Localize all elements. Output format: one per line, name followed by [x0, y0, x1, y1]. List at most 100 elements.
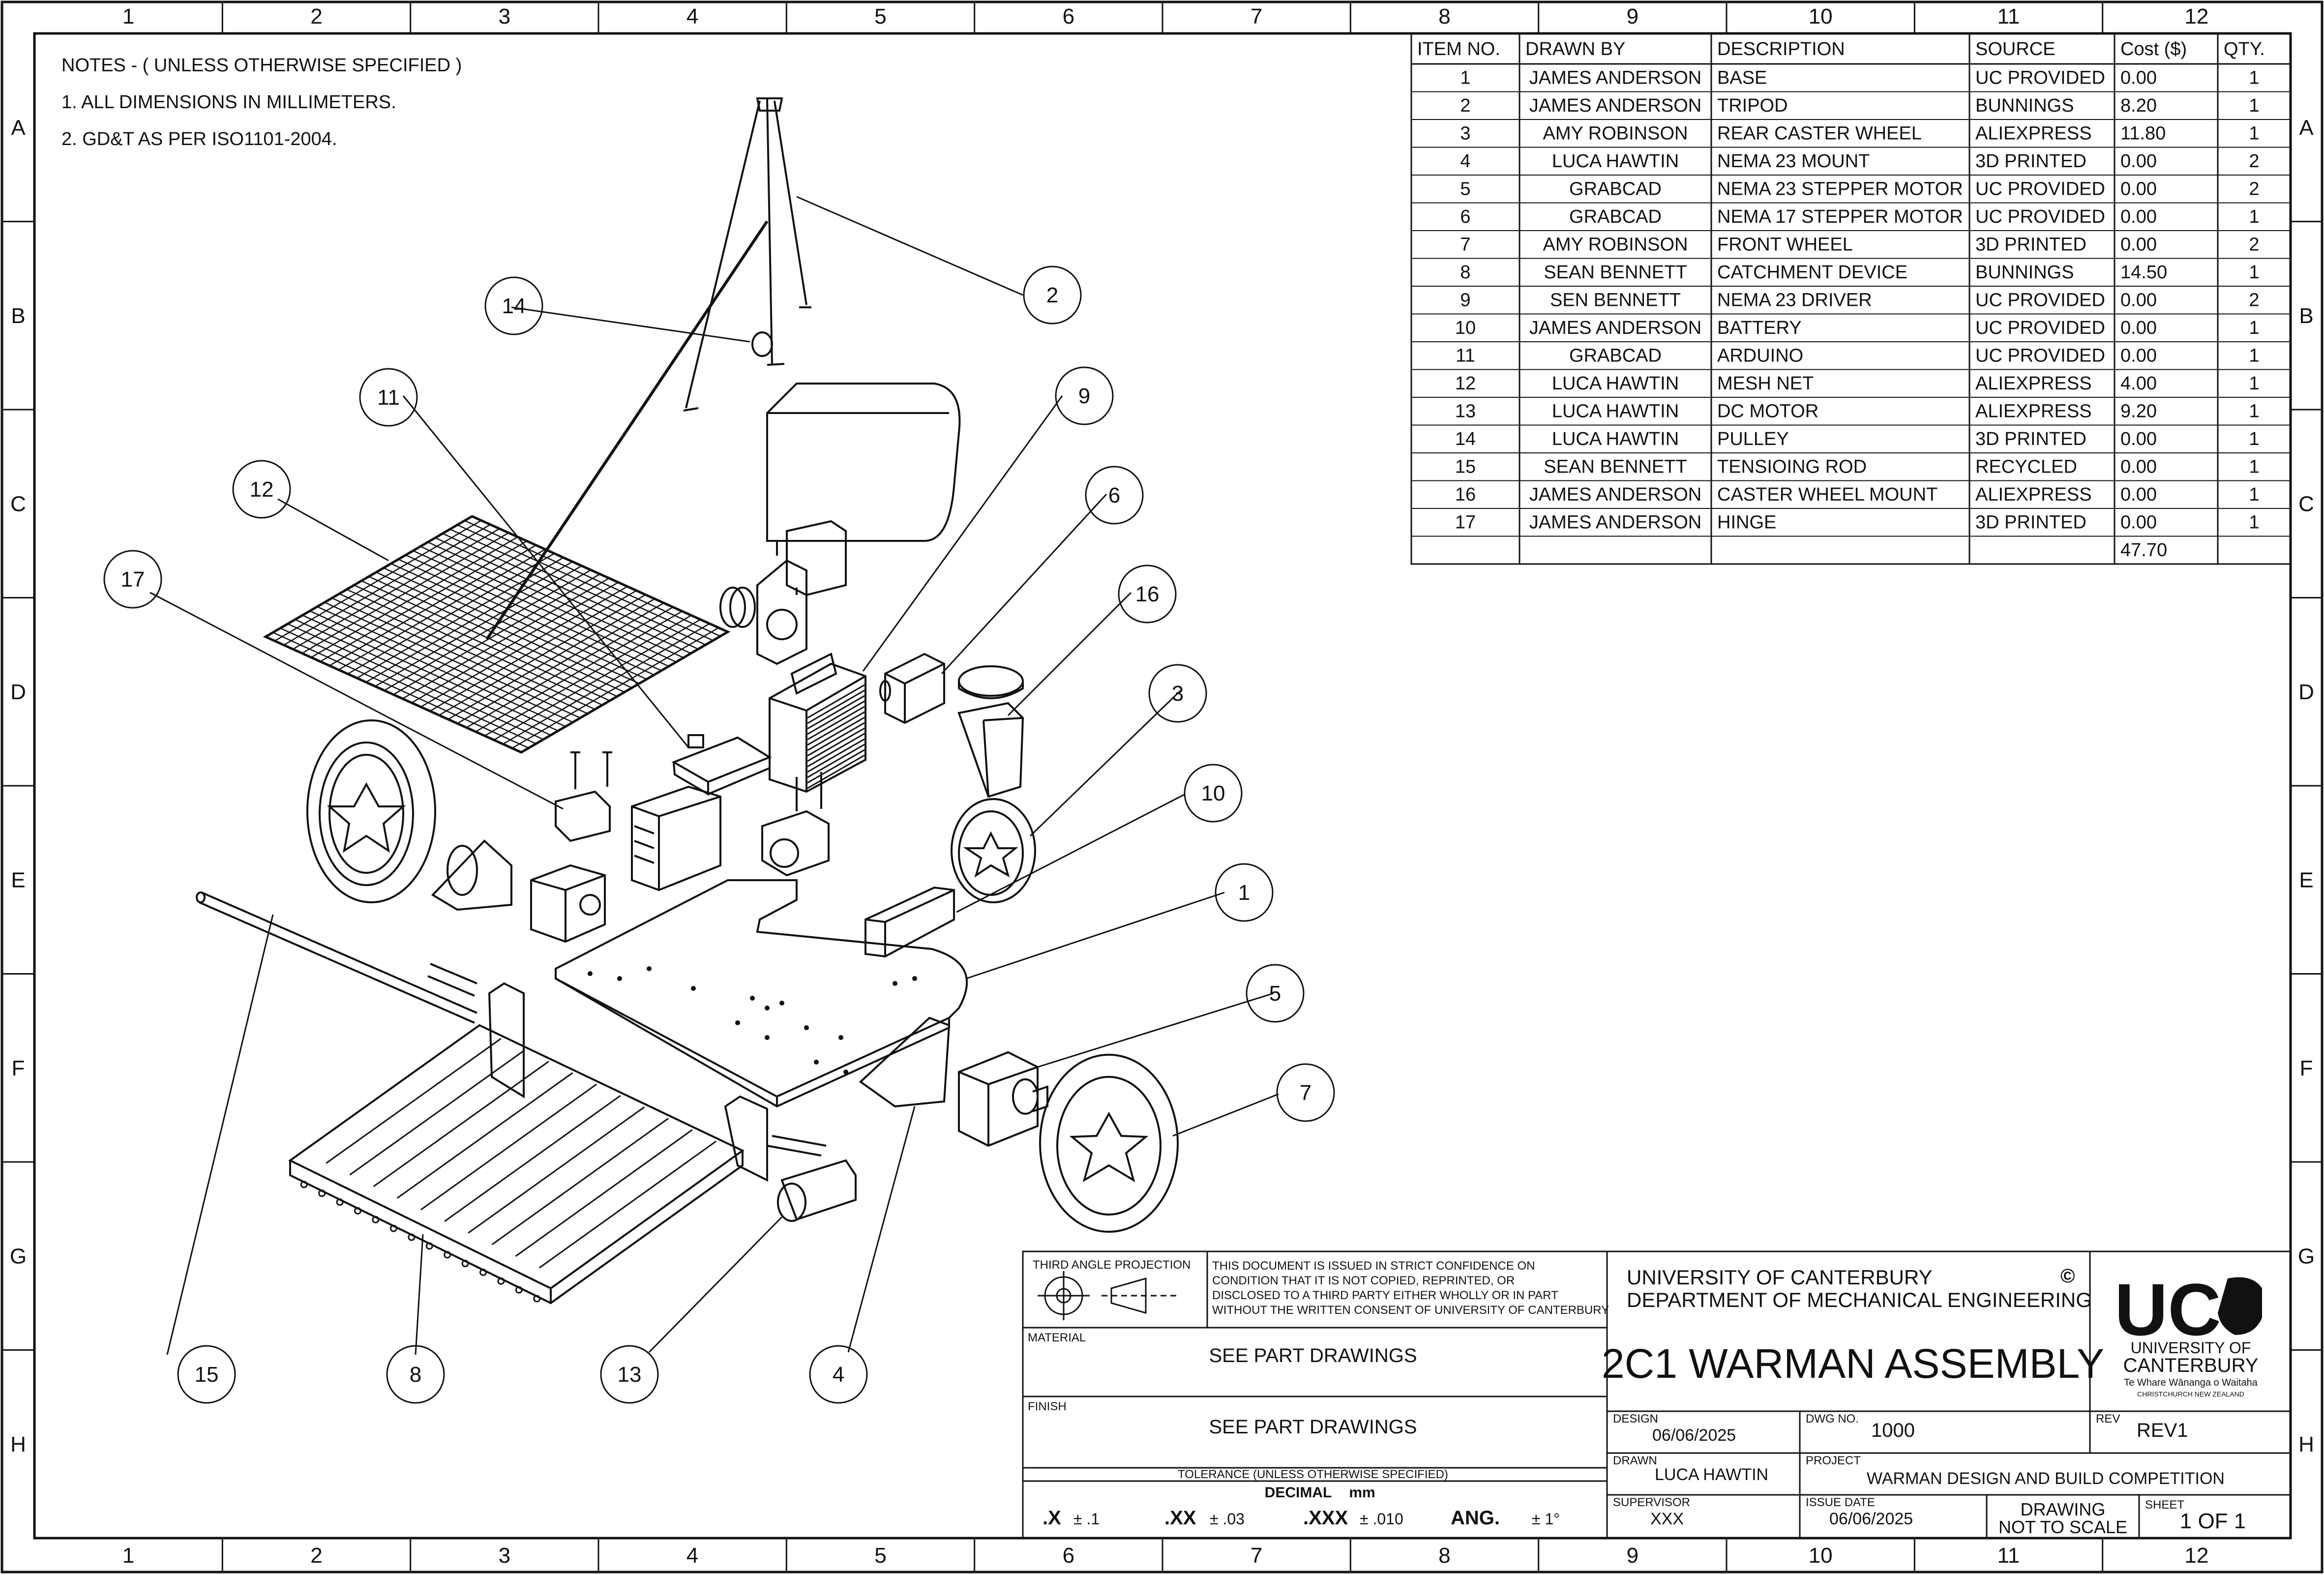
bom-header-2: DESCRIPTION — [1717, 39, 1845, 59]
svg-text:9: 9 — [1078, 384, 1090, 408]
bom-header-4: Cost ($) — [2120, 39, 2187, 59]
bom-cell: 1 — [2249, 429, 2259, 449]
issue-date-label: ISSUE DATE — [1806, 1496, 1875, 1509]
bom-cell: 1 — [2249, 318, 2259, 338]
bom-cell: 2 — [2249, 235, 2259, 255]
svg-text:16: 16 — [1135, 582, 1160, 606]
bom-cell: MESH NET — [1717, 373, 1814, 394]
zone-row-left-C: C — [10, 492, 26, 516]
zone-row-right-C: C — [2298, 492, 2314, 516]
upper-mount-parts — [719, 520, 847, 665]
bom-cell: 0.00 — [2120, 346, 2157, 366]
nema23-right-parts — [859, 1016, 1048, 1147]
zone-row-left-D: D — [10, 680, 26, 704]
scale-line-1: DRAWING — [2021, 1499, 2106, 1519]
bom-cell: NEMA 23 MOUNT — [1717, 151, 1870, 172]
bom-cell: JAMES ANDERSON — [1529, 95, 1702, 116]
zone-col-bottom-1: 1 — [122, 1544, 134, 1568]
bom-cell: 1 — [2249, 484, 2259, 505]
title-block: THIRD ANGLE PROJECTION THIS DOCUMENT IS … — [1022, 1250, 2292, 1539]
zone-col-top-2: 2 — [310, 4, 322, 29]
svg-text:6: 6 — [1108, 483, 1120, 507]
driver-part — [769, 653, 866, 793]
bom-cell: 17 — [1455, 512, 1476, 533]
balloons: 1 2 3 4 5 6 7 8 9 10 11 12 13 14 15 16 1… — [103, 266, 1335, 1404]
zone-col-top-7: 7 — [1251, 4, 1262, 29]
issue-date-value: 06/06/2025 — [1829, 1510, 1913, 1528]
project-label: PROJECT — [1806, 1454, 1861, 1467]
bom-cell: 3D PRINTED — [1975, 512, 2086, 533]
bom-cell: SEAN BENNETT — [1544, 262, 1687, 283]
balloon-16: 16 — [1118, 564, 1177, 624]
bom-header-0: ITEM NO. — [1417, 39, 1500, 59]
bom-cell: GRABCAD — [1569, 179, 1662, 200]
zone-col-bottom-2: 2 — [310, 1544, 322, 1568]
svg-text:10: 10 — [1201, 781, 1225, 805]
bom-cell: GRABCAD — [1569, 346, 1662, 366]
bom-cell: RECYCLED — [1975, 457, 2077, 477]
bom-cell: 13 — [1455, 401, 1476, 422]
zone-row-left-A: A — [11, 116, 26, 140]
bom-cell: 11.80 — [2120, 123, 2166, 144]
tol-val-4: ± 1° — [1532, 1510, 1560, 1528]
notes-heading: NOTES - ( UNLESS OTHERWISE SPECIFIED ) — [61, 55, 462, 76]
battery-pack-part — [631, 785, 721, 891]
dwg-no-label: DWG NO. — [1806, 1412, 1859, 1426]
exploded-assembly-view — [196, 97, 1179, 1305]
front-wheel-part — [1039, 1054, 1179, 1233]
bom-cell: 4 — [1460, 151, 1470, 172]
bom-header-5: QTY. — [2224, 39, 2265, 59]
bom-cell: 3D PRINTED — [1975, 151, 2086, 172]
bom-cell: 15 — [1455, 457, 1476, 477]
material-value: SEE PART DRAWINGS — [1209, 1345, 1417, 1366]
svg-text:11: 11 — [377, 386, 400, 410]
note-2: 2. GD&T AS PER ISO1101-2004. — [61, 129, 337, 149]
bom-cell: 1 — [2249, 123, 2259, 144]
tolerance-label: TOLERANCE (UNLESS OTHERWISE SPECIFIED) — [1178, 1468, 1448, 1481]
svg-text:2: 2 — [1046, 283, 1058, 307]
bom-cell: 1 — [2249, 262, 2259, 283]
balloon-11: 11 — [359, 368, 418, 427]
bom-cell: 16 — [1455, 484, 1476, 505]
bom-header-3: SOURCE — [1975, 39, 2056, 59]
projection-symbol-icon — [1038, 1271, 1180, 1320]
bom-cell: JAMES ANDERSON — [1529, 484, 1702, 505]
zone-col-top-6: 6 — [1063, 4, 1074, 29]
catchment-device-part — [288, 982, 857, 1305]
balloon-6: 6 — [1085, 466, 1144, 525]
bom-cell: NEMA 23 DRIVER — [1717, 290, 1872, 311]
bom-cell: 3 — [1460, 123, 1470, 144]
hinge-parts — [555, 751, 830, 877]
bom-cell: UC PROVIDED — [1975, 318, 2105, 338]
decimal-label: DECIMAL — [1265, 1485, 1332, 1501]
bom-cell: 1 — [2249, 457, 2259, 477]
zone-col-top-5: 5 — [874, 4, 886, 29]
bom-cell: UC PROVIDED — [1975, 68, 2105, 89]
bom-cell: 2 — [2249, 179, 2259, 200]
confidentiality-line-2: CONDITION THAT IT IS NOT COPIED, REPRINT… — [1212, 1274, 1515, 1287]
bom-cell: 1 — [2249, 346, 2259, 366]
design-value: 06/06/2025 — [1652, 1426, 1736, 1445]
svg-text:13: 13 — [618, 1363, 642, 1387]
zone-col-bottom-3: 3 — [499, 1544, 510, 1568]
rear-wheel-left-part — [306, 719, 436, 903]
bom-cell: SEN BENNETT — [1550, 290, 1681, 311]
catchment-box-part — [766, 383, 961, 542]
bom-cell: 6 — [1460, 207, 1470, 227]
bom-cell: 8.20 — [2120, 95, 2157, 116]
balloon-4: 4 — [809, 1345, 868, 1404]
confidentiality-line-4: WITHOUT THE WRITTEN CONSENT OF UNIVERSIT… — [1212, 1304, 1609, 1317]
bom-cell: AMY ROBINSON — [1543, 123, 1688, 144]
bom-cell: 10 — [1455, 318, 1476, 338]
bom-cell: BASE — [1717, 68, 1767, 89]
bom-cell: ALIEXPRESS — [1975, 373, 2092, 394]
bom-header-1: DRAWN BY — [1525, 39, 1625, 59]
bom-total-cost: 47.70 — [2120, 540, 2167, 561]
bom-cell: 3D PRINTED — [1975, 235, 2086, 255]
university-name: UNIVERSITY OF CANTERBURY — [1627, 1266, 1933, 1289]
zone-row-right-B: B — [2299, 304, 2313, 328]
balloon-10: 10 — [1184, 764, 1243, 823]
bom-cell: 9.20 — [2120, 401, 2157, 422]
tol-fmt-4: ANG. — [1451, 1507, 1500, 1529]
bom-cell: 2 — [2249, 151, 2259, 172]
